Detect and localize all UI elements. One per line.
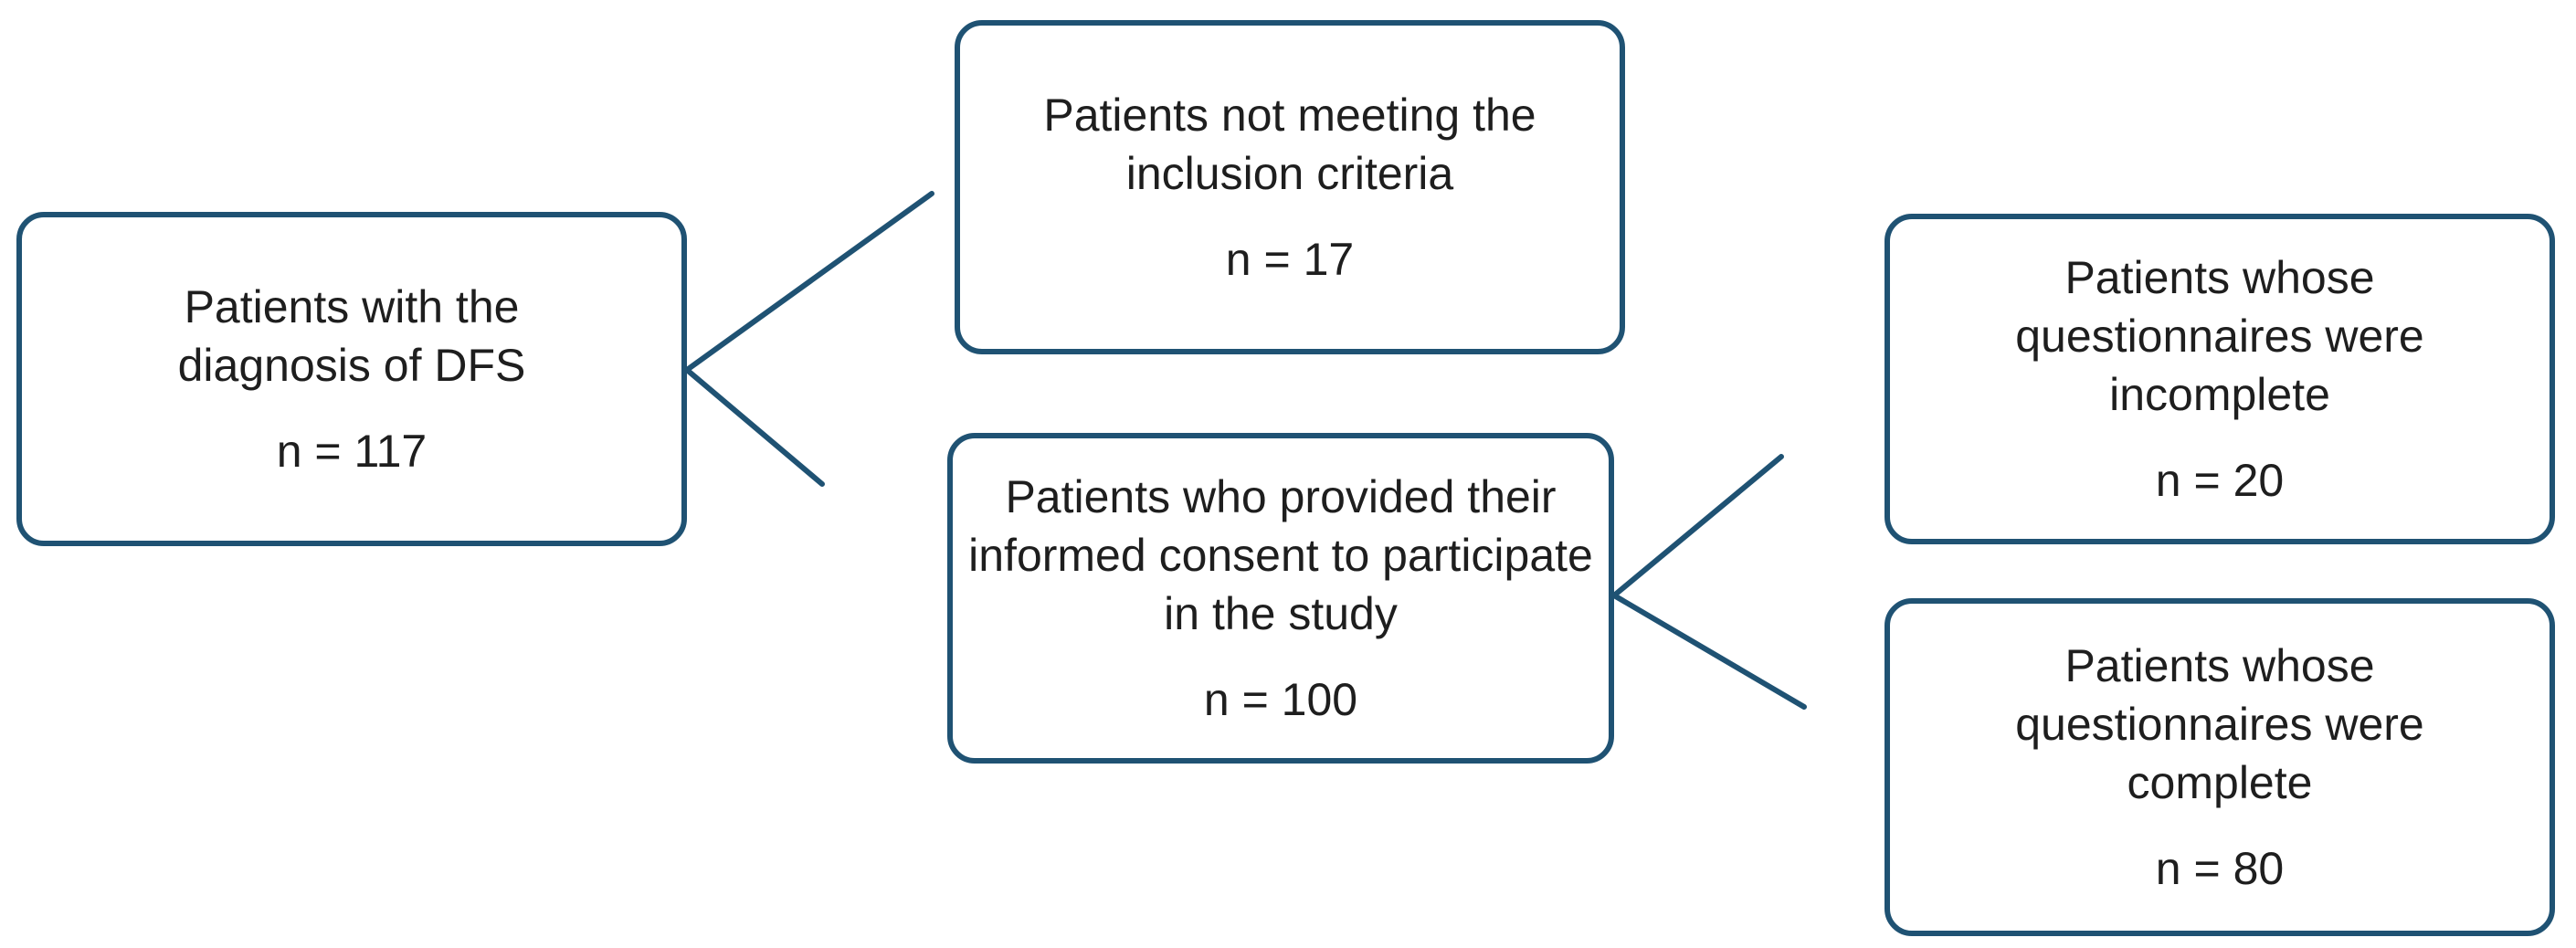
node-not-meeting-criteria: Patients not meeting the inclusion crite… [955, 20, 1625, 354]
node-label: Patients whose questionnaires were compl… [2015, 640, 2424, 808]
node-diagnosed-dfs: Patients with the diagnosis of DFS n = 1… [16, 212, 687, 546]
node-informed-consent: Patients who provided their informed con… [947, 433, 1614, 764]
node-questionnaires-complete: Patients whose questionnaires were compl… [1884, 598, 2555, 936]
node-count: n = 17 [1225, 234, 1355, 285]
node-count: n = 100 [1203, 674, 1358, 725]
node-label: Patients with the diagnosis of DFS [177, 281, 526, 391]
node-count: n = 117 [276, 426, 428, 477]
node-label: Patients whose questionnaires were incom… [2015, 252, 2424, 420]
node-label: Patients who provided their informed con… [968, 471, 1593, 639]
node-count: n = 80 [2155, 843, 2285, 894]
node-questionnaires-incomplete: Patients whose questionnaires were incom… [1884, 214, 2555, 544]
edge-consent-to-complete [1611, 593, 1807, 710]
node-label: Patients not meeting the inclusion crite… [1043, 90, 1536, 199]
edge-consent-to-incomplete [1611, 454, 1784, 598]
node-count: n = 20 [2155, 455, 2285, 506]
edge-dfs-to-consent [684, 367, 825, 487]
edge-dfs-to-excluded [684, 191, 934, 373]
